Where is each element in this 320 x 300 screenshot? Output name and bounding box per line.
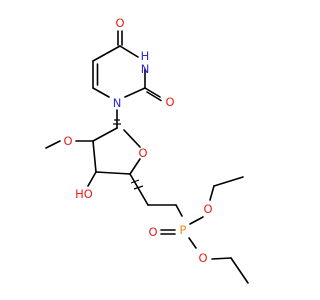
bond-oring-c1: [123, 129, 141, 148]
stereo-hash-c4: [130, 179, 144, 190]
bond-c6-n1: [92, 87, 110, 98]
bond-c4-oring: [129, 158, 141, 175]
bonds: [45, 30, 249, 284]
atom-oxygen-phosphoryl: O: [148, 225, 157, 239]
bond-c6-p: [175, 204, 183, 217]
atom-nitrogen-n3: N: [141, 62, 150, 76]
structure-canvas: O H N O N O O HO P O O O: [45, 16, 249, 284]
atom-oxygen-c4: O: [115, 16, 124, 30]
bond-c2-c3: [92, 140, 97, 173]
atom-labels: O H N O N O O HO P O O O: [63, 16, 212, 265]
atom-oxygen-ring: O: [138, 146, 147, 160]
atom-nitrogen-n1: N: [113, 96, 122, 110]
bond-c1-c2: [92, 127, 118, 142]
bond-c2-o: [144, 87, 161, 98]
bond-n1-c2: [124, 87, 146, 98]
bond-oester2-ch2: [211, 257, 232, 260]
bond-oester1-ch2: [209, 185, 215, 201]
atom-phosphorus: P: [180, 223, 187, 237]
bond-c3-c4: [95, 171, 131, 175]
bond-ch2-ch3-b: [230, 257, 249, 284]
atom-oxygen-c2: O: [165, 95, 174, 109]
bond-c4-n3: [119, 45, 139, 58]
atom-oxygen-ester-2: O: [198, 251, 207, 265]
bond-ch2-ch3-a: [213, 176, 244, 187]
bond-omethoxy-ch3: [45, 140, 61, 149]
atom-hydrogen-n3: H: [141, 49, 150, 63]
atom-hydroxyl: HO: [75, 187, 93, 201]
bond-p-oester1: [189, 216, 204, 225]
atom-oxygen-methoxy: O: [63, 134, 72, 148]
atom-oxygen-ester-1: O: [203, 202, 212, 216]
bond-p-oester2: [188, 237, 197, 249]
bond-c4-c5: [92, 45, 121, 62]
bond-c3-oh: [87, 171, 97, 187]
molecule-diagram: O H N O N O O HO P O O O: [45, 16, 249, 284]
bond-c4-c5prime: [129, 173, 149, 206]
stereo-hash-c1: [113, 119, 121, 125]
bond-c2-o-double: [146, 91, 162, 102]
